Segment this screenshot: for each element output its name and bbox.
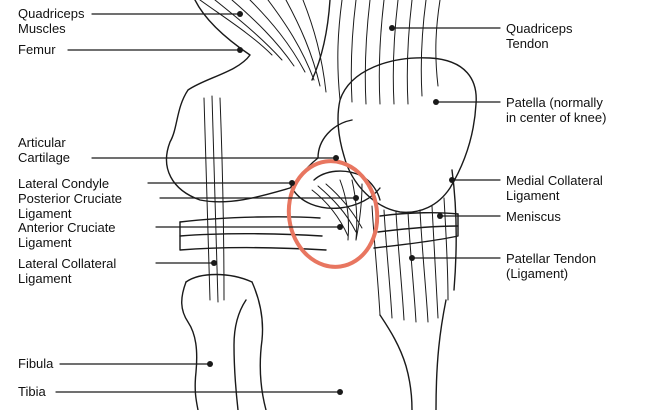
label-articular-cartilage-line2: Cartilage xyxy=(18,150,71,165)
label-medial-collateral-line1: Medial Collateral xyxy=(506,173,603,188)
label-lateral-condyle-line1: Lateral Condyle xyxy=(18,176,110,191)
label-femur-line1: Femur xyxy=(18,42,56,57)
tibia-outline xyxy=(251,281,267,410)
leader-lines xyxy=(55,13,501,393)
label-patellar-tendon: Patellar Tendon (Ligament) xyxy=(506,251,596,281)
fibula-head xyxy=(185,273,253,283)
quadriceps-tendon-lines xyxy=(337,0,441,105)
label-quadriceps-muscles-line2: Muscles xyxy=(18,21,66,36)
label-patella: Patella (normally in center of knee) xyxy=(506,95,606,125)
fibula-outline xyxy=(181,281,247,410)
femur-outline xyxy=(165,0,353,203)
femur-upper-edge xyxy=(311,0,331,81)
label-patella-line1: Patella (normally xyxy=(506,95,603,110)
label-tibia: Tibia xyxy=(18,384,46,399)
label-lateral-collateral-line2: Ligament xyxy=(18,271,72,286)
patellar-tendon-lines xyxy=(371,197,449,323)
label-lateral-collateral: Lateral Collateral Ligament xyxy=(18,256,116,286)
label-meniscus-line1: Meniscus xyxy=(506,209,561,224)
label-fibula-line1: Fibula xyxy=(18,356,54,371)
label-quadriceps-muscles: Quadriceps Muscles xyxy=(18,6,84,36)
label-anterior-cruciate-line1: Anterior Cruciate xyxy=(18,220,116,235)
cruciate-ligaments xyxy=(311,179,363,241)
highlight-ellipse xyxy=(286,159,380,269)
label-quadriceps-tendon-line1: Quadriceps xyxy=(506,21,573,36)
tibia-medial-edge xyxy=(435,299,447,410)
leader-dots xyxy=(207,11,455,395)
label-patellar-tendon-line2: (Ligament) xyxy=(506,266,569,281)
label-patella-line2: in center of knee) xyxy=(506,110,607,125)
label-lateral-collateral-line1: Lateral Collateral xyxy=(18,256,117,271)
label-posterior-cruciate: Posterior Cruciate Ligament xyxy=(18,191,122,221)
label-articular-cartilage-line1: Articular xyxy=(18,135,66,150)
lateral-collateral-lines xyxy=(203,95,225,303)
meniscus-band xyxy=(179,211,459,223)
label-patellar-tendon-line1: Patellar Tendon xyxy=(506,251,597,266)
label-femur: Femur xyxy=(18,42,56,57)
label-quadriceps-tendon-line2: Tendon xyxy=(506,36,549,51)
tibia-crest xyxy=(379,314,413,410)
label-medial-collateral: Medial Collateral Ligament xyxy=(506,173,603,203)
tibial-plateau-top xyxy=(179,213,459,251)
label-tibia-line1: Tibia xyxy=(18,384,46,399)
label-meniscus: Meniscus xyxy=(506,209,561,224)
label-fibula: Fibula xyxy=(18,356,53,371)
label-anterior-cruciate: Anterior Cruciate Ligament xyxy=(18,220,116,250)
medial-collateral-outline xyxy=(451,169,457,291)
quadriceps-muscles-lines xyxy=(199,0,327,93)
meniscus-lower xyxy=(179,225,459,237)
label-medial-collateral-line2: Ligament xyxy=(506,188,560,203)
label-lateral-condyle: Lateral Condyle xyxy=(18,176,109,191)
label-anterior-cruciate-line2: Ligament xyxy=(18,235,72,250)
label-articular-cartilage: Articular Cartilage xyxy=(18,135,70,165)
label-quadriceps-muscles-line1: Quadriceps xyxy=(18,6,85,21)
label-posterior-cruciate-line2: Ligament xyxy=(18,206,72,221)
patella-outline xyxy=(337,57,477,213)
label-posterior-cruciate-line1: Posterior Cruciate xyxy=(18,191,123,206)
label-quadriceps-tendon: Quadriceps Tendon xyxy=(506,21,572,51)
